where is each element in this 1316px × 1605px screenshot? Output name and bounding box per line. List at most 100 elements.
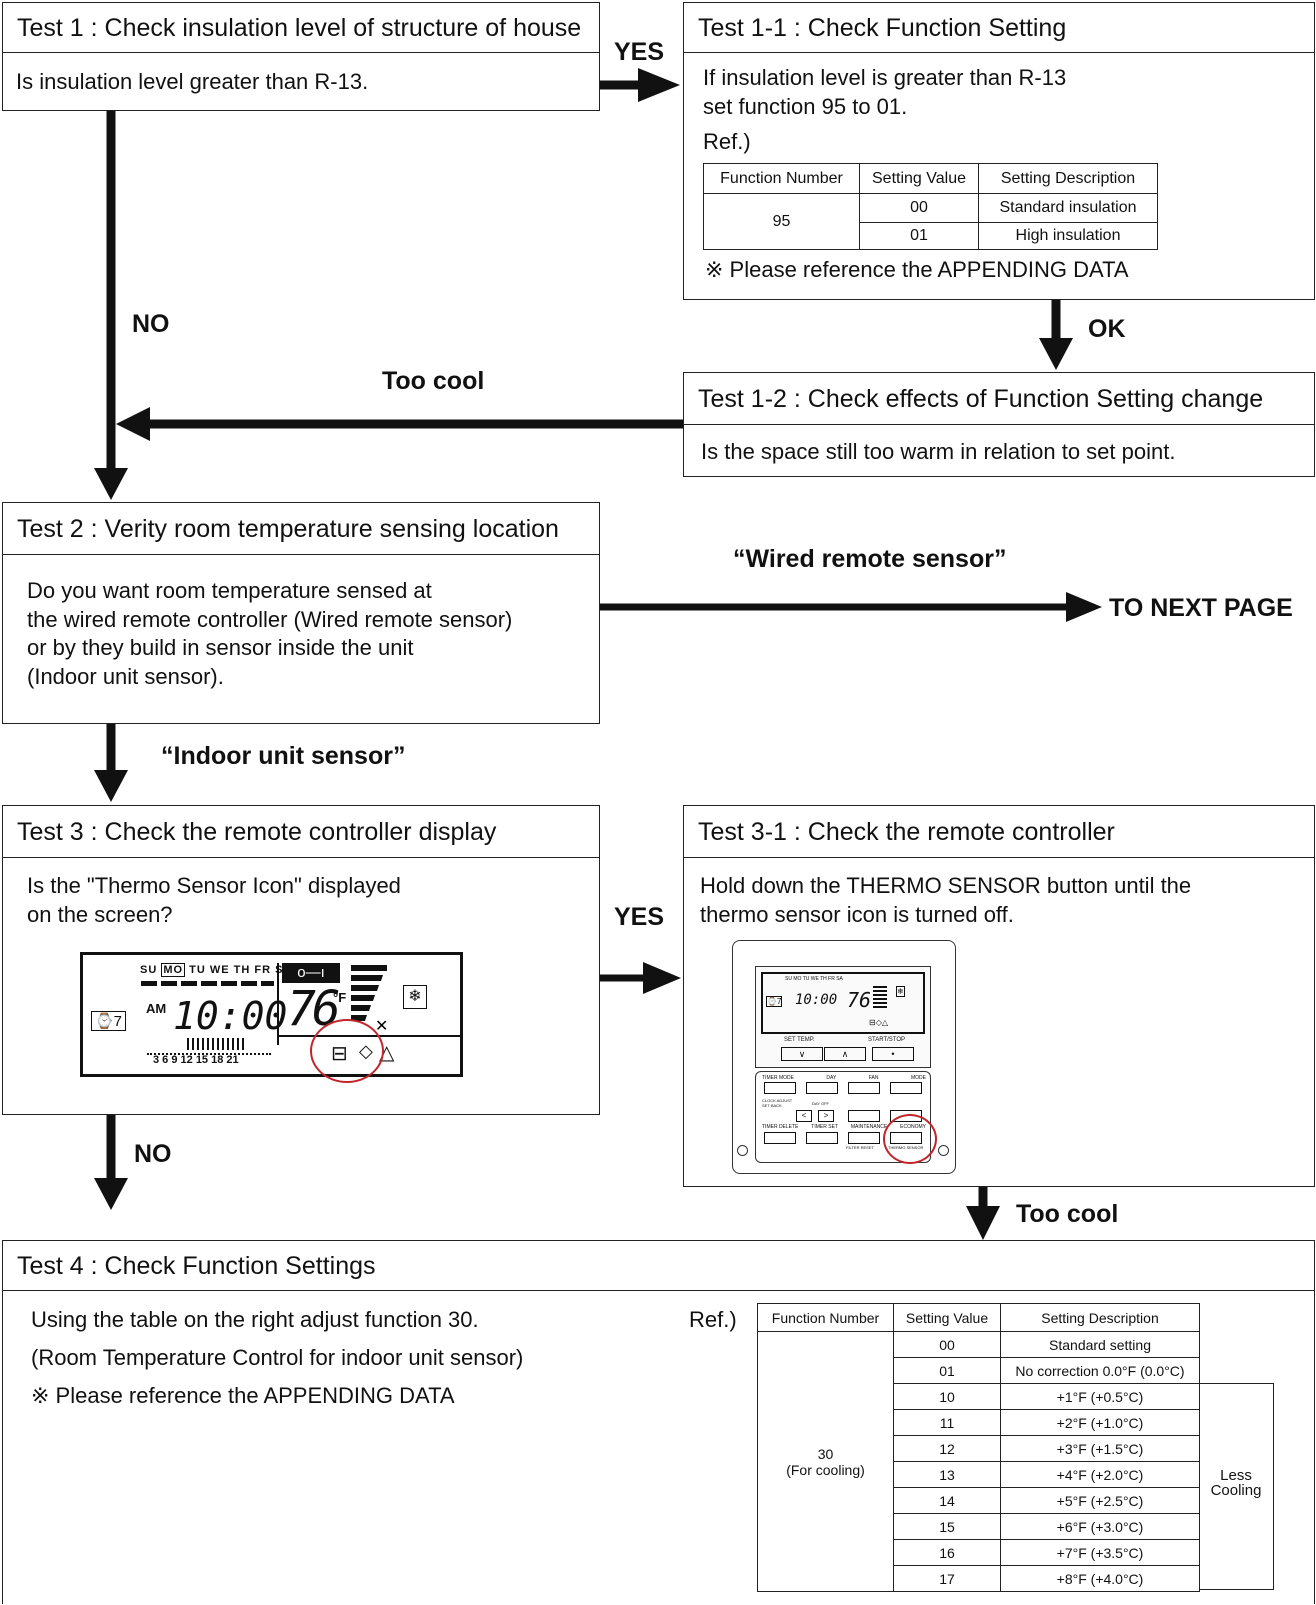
svg-text:✕: ✕ — [375, 1016, 388, 1035]
setting-value-cell: 15 — [893, 1513, 1001, 1540]
clock-left-button[interactable]: < — [796, 1110, 812, 1122]
timer-mode-button[interactable] — [764, 1082, 796, 1094]
mode-button[interactable] — [890, 1082, 922, 1094]
function-number-cell: 95 — [703, 193, 860, 250]
setting-desc-cell: Standard insulation — [978, 193, 1158, 223]
test3-1-line1: Hold down the THERMO SENSOR button until… — [700, 873, 1192, 898]
col-header: Setting Value — [859, 163, 979, 194]
setting-value-cell: 13 — [893, 1461, 1001, 1488]
highlight-circle — [310, 1019, 384, 1083]
function-number-cell: 30 (For cooling) — [757, 1331, 894, 1592]
setting-value-cell: 11 — [893, 1409, 1001, 1436]
test3-line2: on the screen? — [27, 902, 173, 927]
col-header: Setting Description — [978, 163, 1158, 194]
wired-remote-sensor-label: “Wired remote sensor” — [733, 545, 1007, 573]
setting-desc-cell: +5°F (+2.5°C) — [1000, 1487, 1200, 1514]
function-30-table: Function Number Setting Value Setting De… — [757, 1303, 1200, 1592]
mode-label: MODE — [910, 1075, 926, 1081]
setting-desc-cell: +2°F (+1.0°C) — [1000, 1409, 1200, 1436]
day-off-label: DAY OFF — [812, 1101, 829, 1106]
setting-value-cell: 12 — [893, 1435, 1001, 1462]
test2-title: Test 2 : Verity room temperature sensing… — [3, 503, 599, 555]
lcd-days: SU MO TU WE TH FR SA — [140, 963, 291, 977]
appending-data-note: ※ Please reference the APPENDING DATA — [705, 257, 1129, 282]
too-cool-label: Too cool — [382, 367, 485, 395]
timer-set-button[interactable] — [806, 1132, 838, 1144]
timer-mode-label: TIMER MODE — [762, 1075, 794, 1081]
day-label: DAY — [826, 1075, 837, 1081]
col-header: Function Number — [703, 163, 860, 194]
test4-line2: (Room Temperature Control for indoor uni… — [31, 1345, 524, 1370]
swing-button[interactable] — [848, 1110, 880, 1122]
setting-desc-cell: High insulation — [978, 222, 1158, 250]
less-cooling-label: Cooling — [1210, 1482, 1262, 1499]
setting-desc-cell: +3°F (+1.5°C) — [1000, 1435, 1200, 1462]
setting-value-cell: 00 — [893, 1331, 1001, 1358]
key-lock-icon: o—ı — [282, 963, 340, 983]
ref-label: Ref.) — [689, 1307, 737, 1332]
ref-label: Ref.) — [703, 129, 751, 154]
highlight-circle — [883, 1114, 937, 1164]
setting-desc-cell: No correction 0.0°F (0.0°C) — [1000, 1357, 1200, 1384]
less-cooling-bracket: Less Cooling — [1199, 1383, 1274, 1590]
test3-title: Test 3 : Check the remote controller dis… — [3, 806, 599, 858]
setting-value-cell: 17 — [893, 1565, 1001, 1592]
test1-2-title: Test 1-2 : Check effects of Function Set… — [684, 373, 1314, 425]
test1-question: Is insulation level greater than R-13. — [16, 69, 369, 94]
setting-desc-cell: +6°F (+3.0°C) — [1000, 1513, 1200, 1540]
test4-title: Test 4 : Check Function Settings — [3, 1241, 1314, 1291]
setting-desc-cell: Standard setting — [1000, 1331, 1200, 1358]
timer-bar — [187, 1038, 245, 1050]
timer-set-label: TIMER SET — [811, 1124, 838, 1130]
ok-label: OK — [1088, 315, 1126, 343]
test1-1-line1: If insulation level is greater than R-13 — [703, 65, 1067, 90]
start-stop-label: START/STOP — [868, 1037, 906, 1043]
timer-delete-button[interactable] — [764, 1132, 796, 1144]
col-header: Setting Value — [893, 1303, 1001, 1332]
lcd-display: SU MO TU WE TH FR SA ⌚7 AM 10:00 3 6 9 1… — [80, 952, 463, 1077]
temp-down-button[interactable]: ∨ — [781, 1047, 823, 1061]
test3-1-title: Test 3-1 : Check the remote controller — [684, 806, 1314, 858]
test2-line3: or by they build in sensor inside the un… — [27, 635, 414, 660]
no-label: NO — [132, 310, 170, 338]
test1-1-box: Test 1-1 : Check Function Setting If ins… — [683, 2, 1315, 300]
test2-line2: the wired remote controller (Wired remot… — [27, 607, 513, 632]
too-cool-label: Too cool — [1016, 1200, 1119, 1228]
timer-delete-label: TIMER DELETE — [762, 1124, 799, 1130]
test1-box: Test 1 : Check insulation level of struc… — [2, 2, 600, 111]
fan-button[interactable] — [848, 1082, 880, 1094]
screw-icon — [737, 1145, 748, 1156]
lcd-time: 10:00 — [173, 994, 288, 1038]
clock-right-button[interactable]: > — [818, 1110, 834, 1122]
no-label: NO — [134, 1140, 172, 1168]
test1-1-line2: set function 95 to 01. — [703, 94, 908, 119]
timer-indicator: ⌚7 — [91, 1011, 127, 1031]
set-back-label: SET BACK — [762, 1103, 782, 1108]
col-header: Setting Description — [1000, 1303, 1200, 1332]
test2-line1: Do you want room temperature sensed at — [27, 578, 432, 603]
setting-value-cell: 14 — [893, 1487, 1001, 1514]
day-button[interactable] — [806, 1082, 838, 1094]
test1-2-question: Is the space still too warm in relation … — [701, 439, 1176, 464]
remote-screen-frame: SU MO TU WE TH FR SA ⌚7 10:00 76 ❄ ⊟◇△ S… — [755, 966, 931, 1068]
start-stop-button[interactable]: • — [872, 1047, 914, 1061]
setting-desc-cell: +8°F (+4.0°C) — [1000, 1565, 1200, 1592]
to-next-page-label: TO NEXT PAGE — [1109, 594, 1293, 622]
screw-icon — [938, 1145, 949, 1156]
maintenance-label: MAINTENANCE — [850, 1124, 888, 1130]
clock-adjust-label: CLOCK ADJUST — [762, 1098, 793, 1103]
setting-value-cell: 16 — [893, 1539, 1001, 1566]
test3-1-box: Test 3-1 : Check the remote controller H… — [683, 805, 1315, 1187]
setting-desc-cell: +4°F (+2.0°C) — [1000, 1461, 1200, 1488]
day-bars — [141, 981, 274, 986]
maintenance-button[interactable] — [848, 1132, 880, 1144]
cooling-mode-icon: ❄ — [403, 985, 427, 1009]
test3-1-line2: thermo sensor icon is turned off. — [700, 902, 1014, 927]
test2-line4: (Indoor unit sensor). — [27, 664, 224, 689]
remote-lcd: SU MO TU WE TH FR SA ⌚7 10:00 76 ❄ ⊟◇△ — [761, 972, 925, 1034]
temp-up-button[interactable]: ∧ — [824, 1047, 866, 1061]
function-95-table: Function Number Setting Value Setting De… — [703, 163, 1158, 250]
setting-desc-cell: +7°F (+3.5°C) — [1000, 1539, 1200, 1566]
setting-value-cell: 01 — [859, 222, 979, 250]
yes-label: YES — [614, 38, 665, 66]
